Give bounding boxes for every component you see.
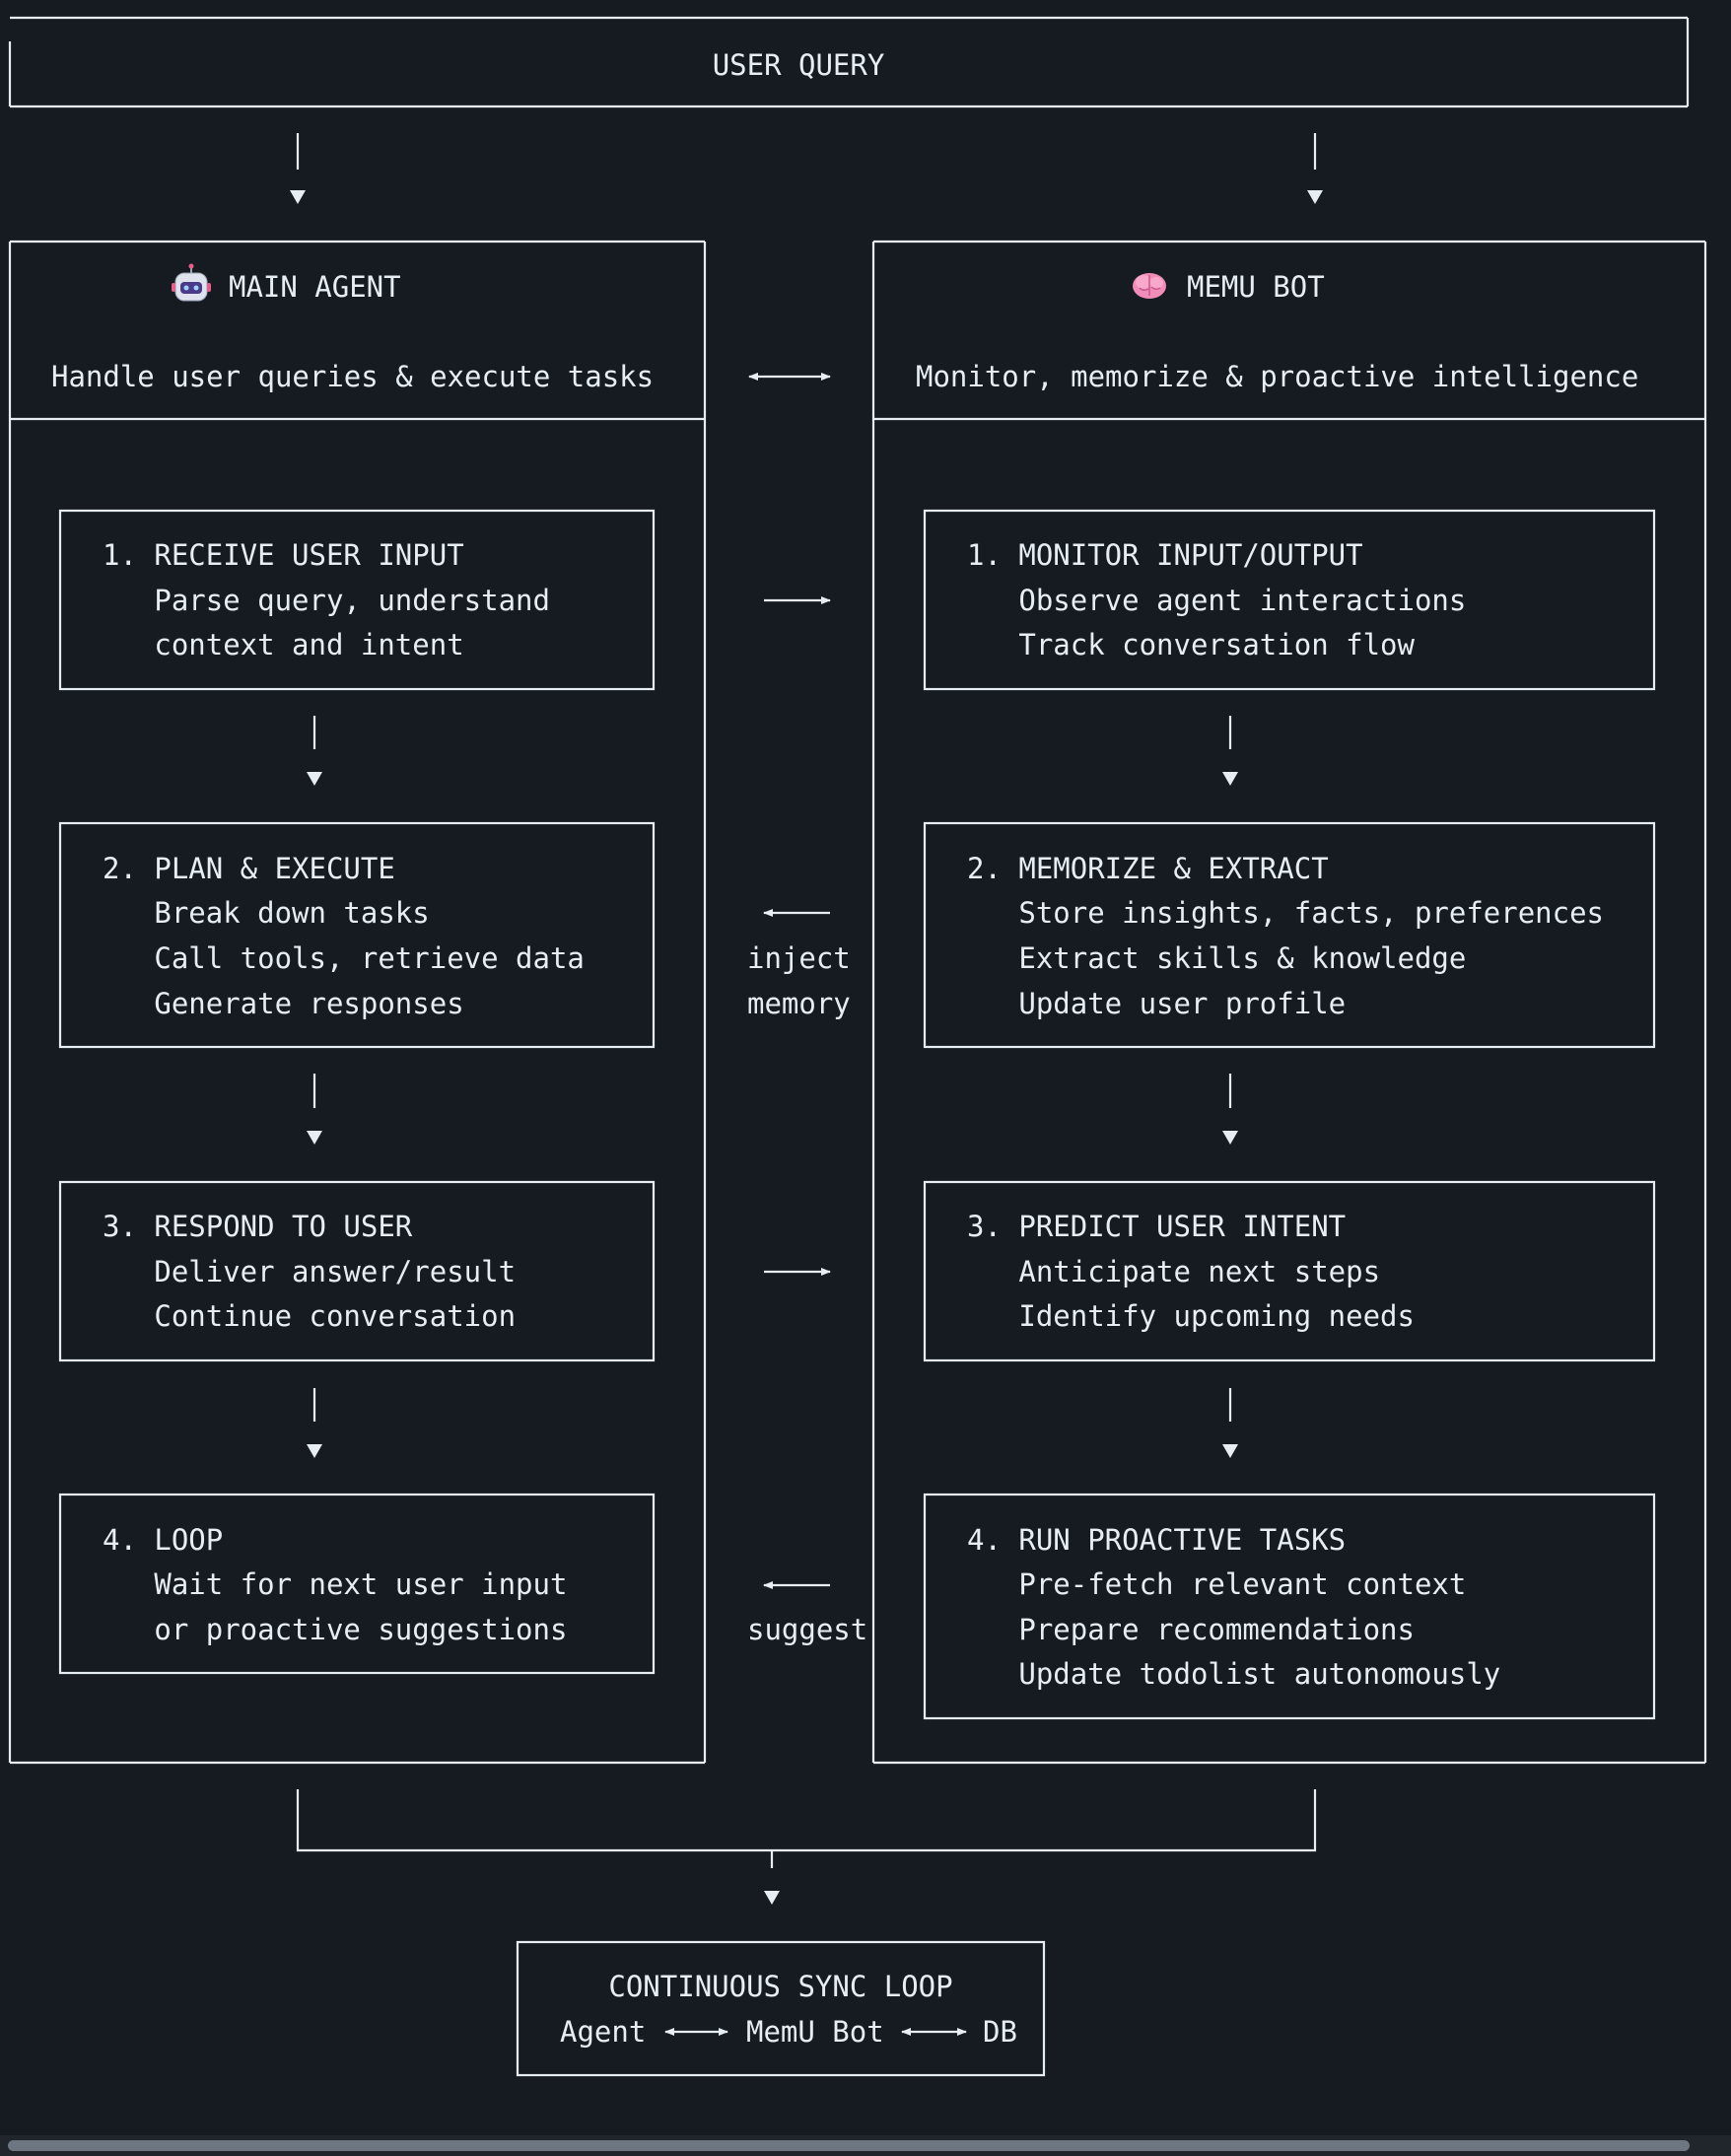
main-step-2-line-1: 2. PLAN & EXECUTE: [103, 852, 395, 885]
memu-arrowhead-3: [1222, 1444, 1238, 1458]
main-step-4-line-2: Wait for next user input: [103, 1567, 567, 1601]
main-step-2-line-3: Call tools, retrieve data: [103, 941, 585, 975]
merge-arrowhead: [764, 1891, 780, 1905]
main-step-2-line-4: Generate responses: [103, 987, 464, 1020]
memu-step-1-line-1: 1. MONITOR INPUT/OUTPUT: [967, 538, 1363, 572]
sync-agent-label: Agent: [560, 2015, 646, 2049]
user-query-box: [8, 16, 1690, 108]
brain-icon: [1133, 273, 1166, 299]
main-step-box-2: [58, 821, 656, 1049]
memu-arrowhead-2: [1222, 1131, 1238, 1145]
memu-step-1-line-3: Track conversation flow: [967, 628, 1415, 661]
memu-step-2-line-2: Store insights, facts, preferences: [967, 896, 1604, 930]
main-step-3-line-2: Deliver answer/result: [103, 1255, 516, 1288]
main-agent-title: MAIN AGENT: [229, 270, 401, 304]
user-query-title: USER QUERY: [713, 48, 885, 82]
memu-step-1-line-2: Observe agent interactions: [967, 584, 1466, 617]
sync-title: CONTINUOUS SYNC LOOP: [608, 1970, 952, 2003]
main-step-box-1: [58, 509, 656, 691]
inject-label-line-2: memory: [747, 987, 851, 1020]
memu-step-4-line-3: Prepare recommendations: [967, 1613, 1415, 1646]
memu-step-box-4: [923, 1493, 1656, 1720]
main-arrowhead-1: [307, 772, 322, 786]
memu-step-box-1: [923, 509, 1656, 691]
memu-step-box-3: [923, 1180, 1656, 1362]
query-main-arrowhead: [290, 190, 306, 204]
main-step-2-line-2: Break down tasks: [103, 896, 430, 930]
merge-bracket: [296, 1789, 1317, 1868]
memu-step-4-line-4: Update todolist autonomously: [967, 1657, 1500, 1691]
memu-arrowhead-1: [1222, 772, 1238, 786]
sync-db-label: DB: [983, 2015, 1017, 2049]
query-memu-arrowhead: [1307, 190, 1323, 204]
memu-step-3-line-1: 3. PREDICT USER INTENT: [967, 1210, 1346, 1243]
horizontal-scrollbar-thumb[interactable]: [8, 2140, 1690, 2151]
memu-step-box-2: [923, 821, 1656, 1049]
main-step-1-line-3: context and intent: [103, 628, 464, 661]
main-step-1-line-2: Parse query, understand: [103, 584, 550, 617]
memu-step-3-line-2: Anticipate next steps: [967, 1255, 1380, 1288]
memu-bot-panel: [871, 240, 1707, 1765]
robot-icon: [172, 263, 211, 302]
sync-memu-label: MemU Bot: [746, 2015, 884, 2049]
main-arrowhead-3: [307, 1444, 322, 1458]
main-step-1-line-1: 1. RECEIVE USER INPUT: [103, 538, 464, 572]
memu-step-2-line-4: Update user profile: [967, 987, 1346, 1020]
memu-step-4-line-2: Pre-fetch relevant context: [967, 1567, 1466, 1601]
memu-step-4-line-1: 4. RUN PROACTIVE TASKS: [967, 1523, 1346, 1557]
main-step-box-3: [58, 1180, 656, 1362]
memu-step-2-line-1: 2. MEMORIZE & EXTRACT: [967, 852, 1329, 885]
main-step-3-line-1: 3. RESPOND TO USER: [103, 1210, 413, 1243]
sync-loop-box: [516, 1940, 1046, 2077]
memu-bot-title: MEMU BOT: [1187, 270, 1325, 304]
suggest-label: suggest: [747, 1613, 867, 1646]
main-arrowhead-2: [307, 1131, 322, 1145]
inject-label-line-1: inject: [747, 941, 851, 975]
main-step-4-line-1: 4. LOOP: [103, 1523, 223, 1557]
memu-step-3-line-3: Identify upcoming needs: [967, 1299, 1415, 1333]
memu-bot-subtitle: Monitor, memorize & proactive intelligen…: [916, 360, 1638, 393]
main-agent-subtitle: Handle user queries & execute tasks: [51, 360, 654, 393]
memu-step-2-line-3: Extract skills & knowledge: [967, 941, 1466, 975]
main-step-4-line-3: or proactive suggestions: [103, 1613, 567, 1646]
main-step-box-4: [58, 1493, 656, 1675]
main-step-3-line-3: Continue conversation: [103, 1299, 516, 1333]
main-agent-panel: [8, 240, 707, 1765]
